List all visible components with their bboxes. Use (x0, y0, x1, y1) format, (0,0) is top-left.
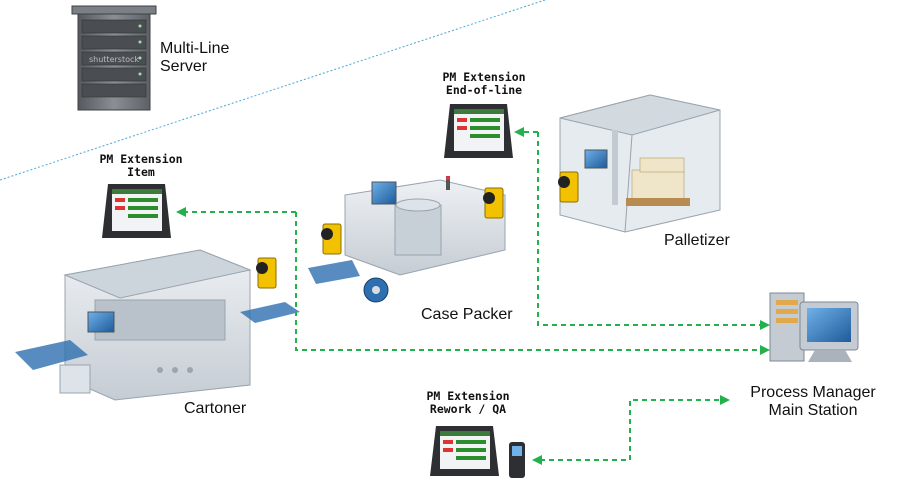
connector-item (295, 212, 760, 351)
vision-camera-icon (558, 171, 579, 203)
connector-rework (540, 399, 720, 461)
case-packer-label: Case Packer (421, 306, 513, 323)
vision-camera-icon (321, 223, 342, 255)
pm-item-line-2: Item (127, 165, 155, 180)
palletizer-label: Palletizer (664, 232, 730, 249)
vision-camera-icon (256, 257, 277, 289)
handheld-scanner-icon (509, 442, 525, 478)
connector-arrowheads (176, 127, 770, 465)
connector-end-of-line (537, 132, 760, 326)
pm-item-label: PM Extension Item (85, 152, 197, 180)
case-packer-machine (308, 176, 506, 303)
pm-rework-label: PM Extension Rework / QA (412, 389, 524, 417)
terminal-rework-icon[interactable] (430, 426, 499, 476)
cartoner-machine (15, 249, 300, 401)
pm-end-of-line-line-1: PM Extension (442, 70, 526, 84)
terminal-end-of-line-icon[interactable] (444, 104, 513, 158)
main-station-line-2: Main Station (768, 402, 858, 420)
palletizer-machine (559, 94, 721, 233)
cartoner-label: Cartoner (184, 400, 247, 417)
pm-end-of-line-label: PM Extension End-of-line (428, 70, 540, 98)
pm-rework-line-2: Rework / QA (429, 402, 507, 417)
terminal-item-icon[interactable] (102, 184, 171, 238)
server-label: Multi-Line Server (160, 40, 229, 77)
server-label-line-1: Multi-Line (160, 40, 230, 57)
server-rack-icon: shutterstock (71, 5, 157, 111)
main-station-pc-icon[interactable] (769, 292, 859, 362)
main-station-label: Process Manager Main Station (738, 384, 888, 421)
pm-item-line-1: PM Extension (99, 152, 183, 166)
pm-rework-line-1: PM Extension (426, 389, 510, 403)
server-label-line-2: Server (160, 58, 208, 76)
vision-camera-icon (483, 187, 504, 219)
pm-end-of-line-line-2: End-of-line (445, 83, 523, 98)
main-station-line-1: Process Manager (750, 384, 876, 401)
connector-lines (182, 131, 760, 461)
server-watermark: shutterstock (89, 55, 139, 64)
